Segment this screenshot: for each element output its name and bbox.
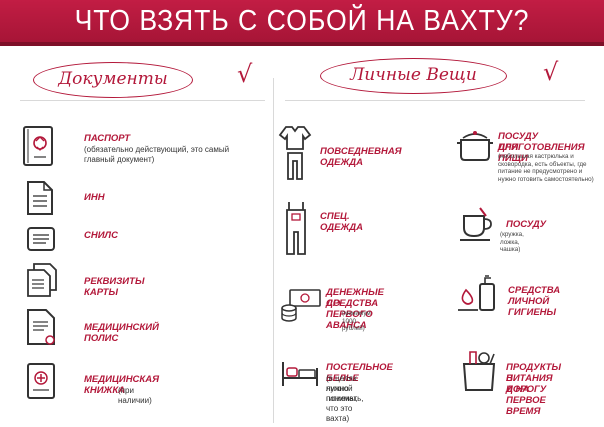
documents-heading: Документы [33, 62, 193, 98]
personal-label-groceries-3: И НА ПЕРВОЕ ВРЕМЯ [506, 384, 546, 417]
grocery-bag-icon [462, 351, 496, 391]
page-title: ЧТО ВЗЯТЬ С СОБОЙ НА ВАХТУ? [74, 5, 530, 37]
overalls-icon [286, 202, 306, 255]
documents-stack-icon [27, 263, 57, 297]
personal-heading-label: Личные Вещи [350, 65, 477, 85]
medical-book-icon [27, 363, 55, 399]
personal-label-casual-2: ОДЕЖДА [320, 157, 363, 168]
documents-check-icon: √ [237, 60, 253, 88]
clothes-icon [278, 126, 312, 180]
doc-label-medical-book: МЕДИЦИНСКАЯ КНИЖКА [84, 374, 160, 396]
personal-label-casual-1: ПОВСЕДНЕВНАЯ [320, 146, 402, 157]
hygiene-icon [458, 275, 495, 311]
doc-note-passport: (обязательно действующий, это самый глав… [84, 145, 230, 164]
personal-label-cookware-2: ПРИГОТОВЛЕНИЯ ПИЩИ [498, 142, 585, 164]
document-icon [27, 181, 53, 215]
personal-heading: Личные Вещи [320, 58, 507, 94]
passport-icon [23, 126, 53, 166]
personal-check-icon: √ [543, 58, 559, 86]
personal-note-bed-2: нужно понимать, что это вахта) [326, 384, 364, 423]
doc-label-snils: СНИЛС [84, 230, 118, 241]
pot-icon [457, 131, 493, 161]
personal-note-bed-1: (в целях личной гигиены, [326, 374, 358, 403]
column-divider [273, 78, 274, 423]
bed-icon [282, 362, 318, 386]
personal-label-hygiene-2: ЛИЧНОЙ ГИГИЕНЫ [508, 296, 557, 318]
personal-label-work-1: СПЕЦ. [320, 211, 350, 222]
personal-label-groceries-2: В ДОРОГУ [506, 373, 547, 395]
card-icon [27, 227, 55, 251]
personal-note-dishes: (кружка, ложка, чашка) [500, 231, 524, 254]
cup-icon [460, 207, 492, 241]
banner-shadow [0, 42, 604, 46]
personal-label-bed: ПОСТЕЛЬНОЕ БЕЛЬЕ [326, 362, 393, 384]
doc-label-passport: ПАСПОРТ [84, 133, 131, 144]
documents-heading-label: Документы [58, 69, 168, 89]
personal-label-money-2: ДО ПЕРВОГО АВАНСА [326, 298, 373, 331]
personal-label-groceries-1: ПРОДУКТЫ ПИТАНИЯ [506, 362, 561, 384]
doc-label-card-details: РЕКВИЗИТЫ КАРТЫ [84, 276, 145, 298]
personal-note-cookware: (небольшая кастрюлька и сковородка, есть… [498, 153, 594, 183]
personal-label-money-1: ДЕНЕЖНЫЕ СРЕДСТВА [326, 287, 384, 309]
money-icon [281, 289, 321, 322]
personal-label-dishes: ПОСУДУ [506, 219, 547, 230]
personal-label-cookware-1: ПОСУДУ ДЛЯ [498, 131, 539, 153]
documents-underline [20, 100, 265, 101]
personal-label-hygiene-1: СРЕДСТВА [508, 285, 561, 296]
doc-label-medical-policy: МЕДИЦИНСКИЙ ПОЛИС [84, 322, 159, 344]
medical-policy-icon [27, 309, 55, 345]
doc-note-medical-book: (при наличии) [118, 386, 152, 405]
personal-label-work-2: ОДЕЖДА [320, 222, 363, 233]
personal-note-money: (минимум 1000 рублей) [342, 310, 371, 333]
doc-label-inn: ИНН [84, 192, 105, 203]
personal-underline [285, 100, 585, 101]
header-banner: ЧТО ВЗЯТЬ С СОБОЙ НА ВАХТУ? [0, 0, 604, 46]
